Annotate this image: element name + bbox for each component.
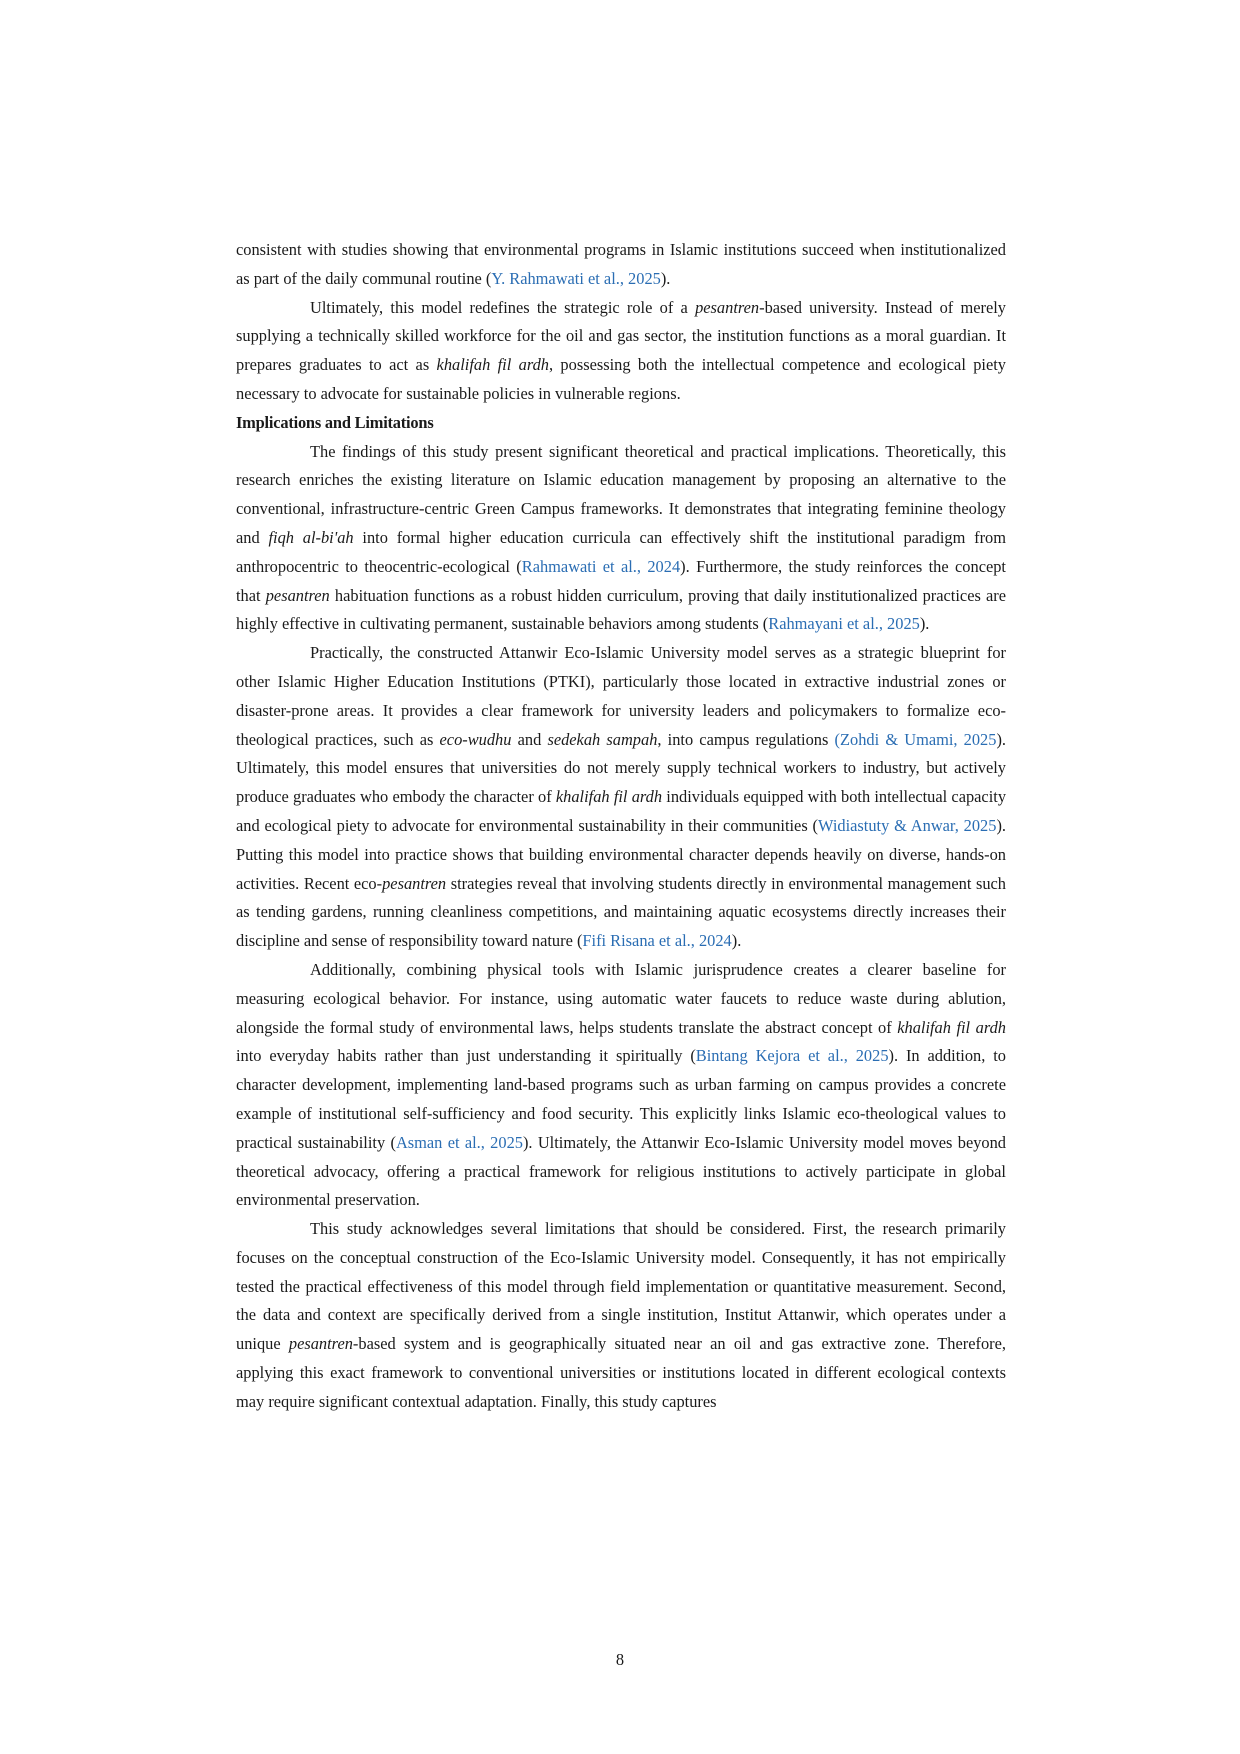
text-run: ). (660, 268, 671, 288)
paragraph-practical-implications: Practically, the constructed Attanwir Ec… (236, 639, 1006, 956)
italic-term: pesantren (265, 585, 330, 605)
paragraph-theoretical-implications: The findings of this study present signi… (236, 438, 1006, 640)
text-run: This study acknowledges several limitati… (236, 1219, 1006, 1354)
citation-link[interactable]: Rahmayani et al., 2025 (768, 614, 920, 634)
text-run: Additionally, combining physical tools w… (236, 959, 1006, 1037)
italic-term: khalifah fil ardh (436, 355, 549, 375)
page-body: consistent with studies showing that env… (236, 236, 1006, 1417)
text-run: strategies reveal that involving student… (236, 873, 1007, 951)
text-run: ). Ultimately, the Attanwir Eco-Islamic … (236, 1132, 1006, 1210)
section-heading: Implications and Limitations (236, 412, 434, 432)
italic-term: khalifah fil ardh (897, 1017, 1006, 1037)
italic-term: fiqh al-bi'ah (268, 527, 354, 547)
text-run: into formal higher education curricula c… (236, 527, 1006, 576)
citation-link[interactable]: Asman et al., 2025 (395, 1132, 523, 1152)
text-run: habituation functions as a robust hidden… (236, 585, 1006, 634)
paragraph-additional-implications: Additionally, combining physical tools w… (236, 956, 1006, 1215)
paragraph-continuation: consistent with studies showing that env… (236, 236, 1006, 294)
text-run: into everyday habits rather than just un… (236, 1046, 696, 1066)
text-run: consistent with studies showing that env… (236, 240, 1006, 288)
text-run: ). Furthermore, the study reinforces the… (236, 556, 1006, 605)
text-run: ). (919, 614, 930, 634)
text-run: individuals equipped with both intellect… (236, 787, 1007, 835)
text-run: Ultimately, this model redefines the str… (310, 297, 696, 317)
italic-term: pesantren (288, 1334, 353, 1354)
italic-term: sedekah sampah (547, 729, 658, 749)
italic-term: khalifah fil ardh (555, 787, 663, 807)
italic-term: eco-wudhu (439, 729, 512, 749)
citation-link[interactable]: Y. Rahmawati et al., 2025 (491, 268, 661, 288)
text-run: , possessing both the intellectual compe… (236, 355, 1006, 403)
text-run: ). Putting this model into practice show… (236, 815, 1007, 893)
text-run: The findings of this study present signi… (236, 441, 1006, 547)
text-run: ). (731, 931, 742, 951)
citation-link[interactable]: Rahmawati et al., 2024 (521, 556, 681, 576)
citation-link[interactable]: Bintang Kejora et al., 2025 (695, 1046, 889, 1066)
italic-term: pesantren (695, 297, 760, 317)
paragraph-limitations: This study acknowledges several limitati… (236, 1215, 1006, 1417)
citation-link[interactable]: Fifi Risana et al., 2024 (582, 931, 732, 951)
citation-link[interactable]: Widiastuty & Anwar, 2025 (818, 815, 997, 835)
text-run: -based system and is geographically situ… (236, 1334, 1006, 1411)
text-run: ). Ultimately, this model ensures that u… (236, 729, 1006, 807)
page-number: 8 (615, 1650, 625, 1669)
text-run: and (511, 729, 548, 749)
italic-term: pesantren (382, 873, 447, 893)
text-run: -based university. Instead of merely sup… (236, 297, 1006, 375)
paragraph-strategic-role: Ultimately, this model redefines the str… (236, 294, 1006, 409)
text-run: , into campus regulations (657, 729, 835, 749)
text-run: Practically, the constructed Attanwir Ec… (236, 643, 1006, 749)
citation-link[interactable]: (Zohdi & Umami, 2025 (834, 729, 997, 749)
text-run: ). In addition, to character development… (236, 1046, 1006, 1152)
